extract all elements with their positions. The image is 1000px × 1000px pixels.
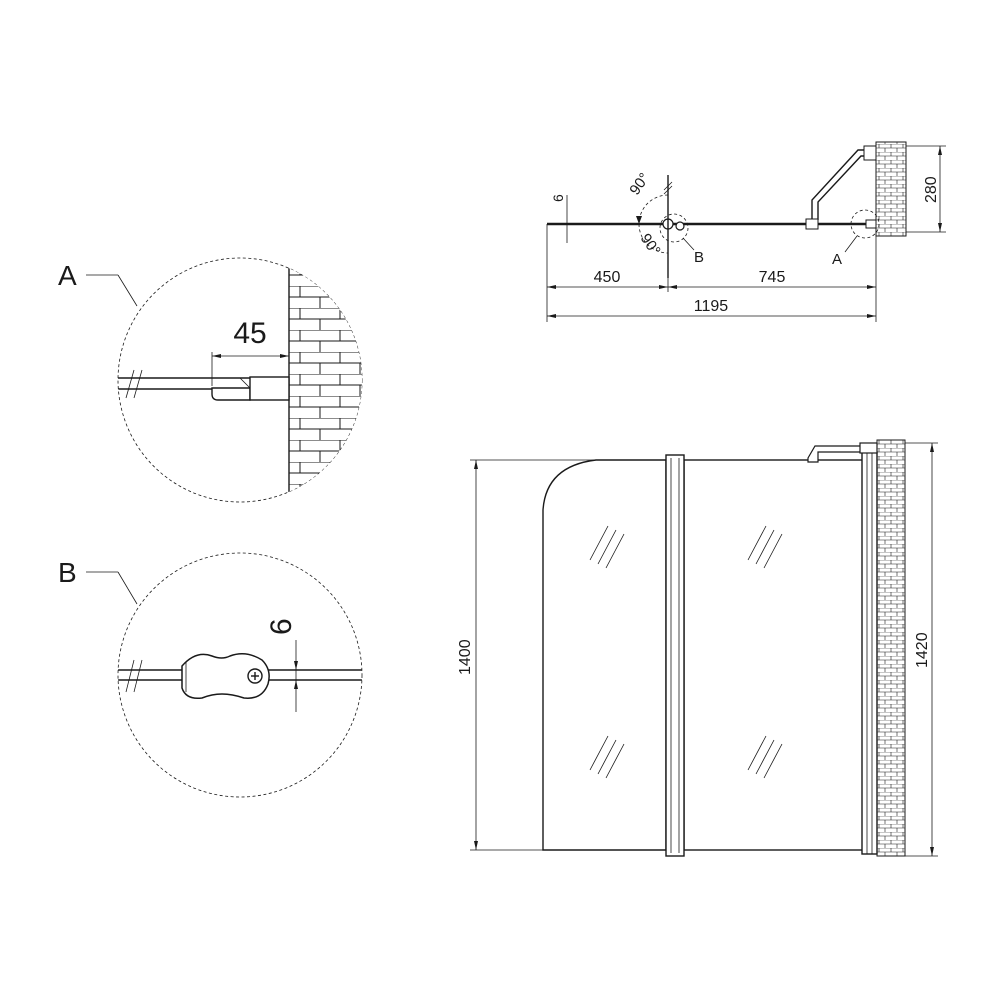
- label-a: A: [832, 251, 842, 268]
- angle-label-bottom: 90°: [637, 231, 664, 259]
- detail-a: A 45: [58, 257, 363, 503]
- glass-reflection-marks: [589, 525, 783, 779]
- plan-wall: [875, 141, 907, 237]
- angle-arc-bottom: [638, 223, 669, 254]
- dim-right: 745: [759, 269, 786, 286]
- detail-b-marker: [659, 213, 689, 243]
- dim-left: 450: [594, 269, 621, 286]
- detail-a-wall: [289, 258, 362, 502]
- elevation-view: 1400 1420: [457, 439, 938, 857]
- label-b: B: [694, 249, 704, 266]
- detail-b-circle: [117, 552, 363, 798]
- detail-a-wall-mount: [249, 376, 290, 401]
- hinge-profile: [665, 454, 685, 857]
- detail-b-hinge: [181, 653, 270, 700]
- wall-profile: [861, 451, 878, 855]
- detail-b-dim: 6: [265, 618, 298, 635]
- dim-thickness: 6: [550, 194, 566, 202]
- plan-view: 90° 90° B A 6 450 745 1195 280: [546, 141, 946, 322]
- angle-label-top: 90°: [626, 170, 653, 198]
- dim-total: 1195: [694, 298, 729, 315]
- panel-right: [683, 459, 868, 851]
- elevation-wall: [876, 439, 906, 857]
- detail-a-label: A: [58, 260, 77, 291]
- top-bracket: [807, 445, 867, 463]
- dim-height: 1400: [457, 639, 474, 675]
- angle-arc-top: [638, 194, 669, 225]
- dim-total-height: 1420: [914, 632, 931, 668]
- panel-left: [542, 459, 667, 851]
- dim-depth: 280: [923, 176, 940, 203]
- detail-a-marker: [850, 209, 880, 239]
- detail-a-dim: 45: [233, 317, 266, 350]
- detail-b: B 6: [58, 552, 363, 798]
- detail-b-label: B: [58, 557, 77, 588]
